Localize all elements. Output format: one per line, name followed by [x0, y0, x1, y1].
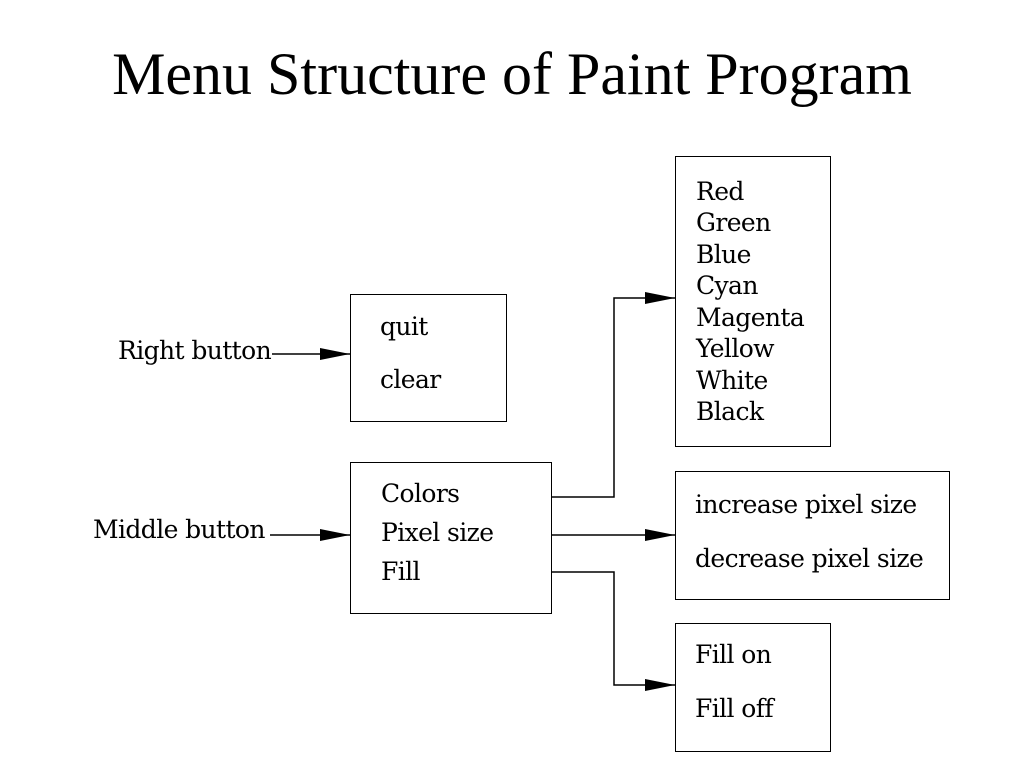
- submenu-item-fill-on[interactable]: Fill on: [695, 640, 772, 669]
- colors-submenu-box: [675, 156, 831, 447]
- submenu-item-blue[interactable]: Blue: [696, 240, 751, 269]
- menu-item-pixel-size[interactable]: Pixel size: [381, 518, 494, 547]
- slide-title: Menu Structure of Paint Program: [112, 41, 912, 107]
- menu-item-colors[interactable]: Colors: [381, 479, 460, 508]
- submenu-item-green[interactable]: Green: [696, 208, 771, 237]
- submenu-item-white[interactable]: White: [696, 366, 768, 395]
- fill-connector: [552, 571, 675, 691]
- middle-menu-box: [350, 462, 552, 614]
- submenu-item-red[interactable]: Red: [696, 177, 744, 206]
- colors-connector: [552, 292, 675, 498]
- menu-item-clear[interactable]: clear: [380, 365, 441, 394]
- submenu-item-yellow[interactable]: Yellow: [696, 334, 775, 363]
- submenu-item-increase-pixel-size[interactable]: increase pixel size: [695, 490, 917, 519]
- menu-item-quit[interactable]: quit: [380, 312, 428, 341]
- pixel-size-submenu-box: [675, 471, 950, 600]
- right-menu-box: [350, 294, 507, 422]
- submenu-item-magenta[interactable]: Magenta: [696, 303, 805, 332]
- menu-item-fill[interactable]: Fill: [381, 557, 421, 586]
- fill-submenu-box: [675, 623, 831, 752]
- submenu-item-decrease-pixel-size[interactable]: decrease pixel size: [695, 544, 924, 573]
- right-button-label: Right button: [118, 336, 272, 365]
- submenu-item-fill-off[interactable]: Fill off: [695, 694, 774, 723]
- middle-button-label: Middle button: [93, 515, 265, 544]
- submenu-item-cyan[interactable]: Cyan: [696, 271, 758, 300]
- submenu-item-black[interactable]: Black: [696, 397, 764, 426]
